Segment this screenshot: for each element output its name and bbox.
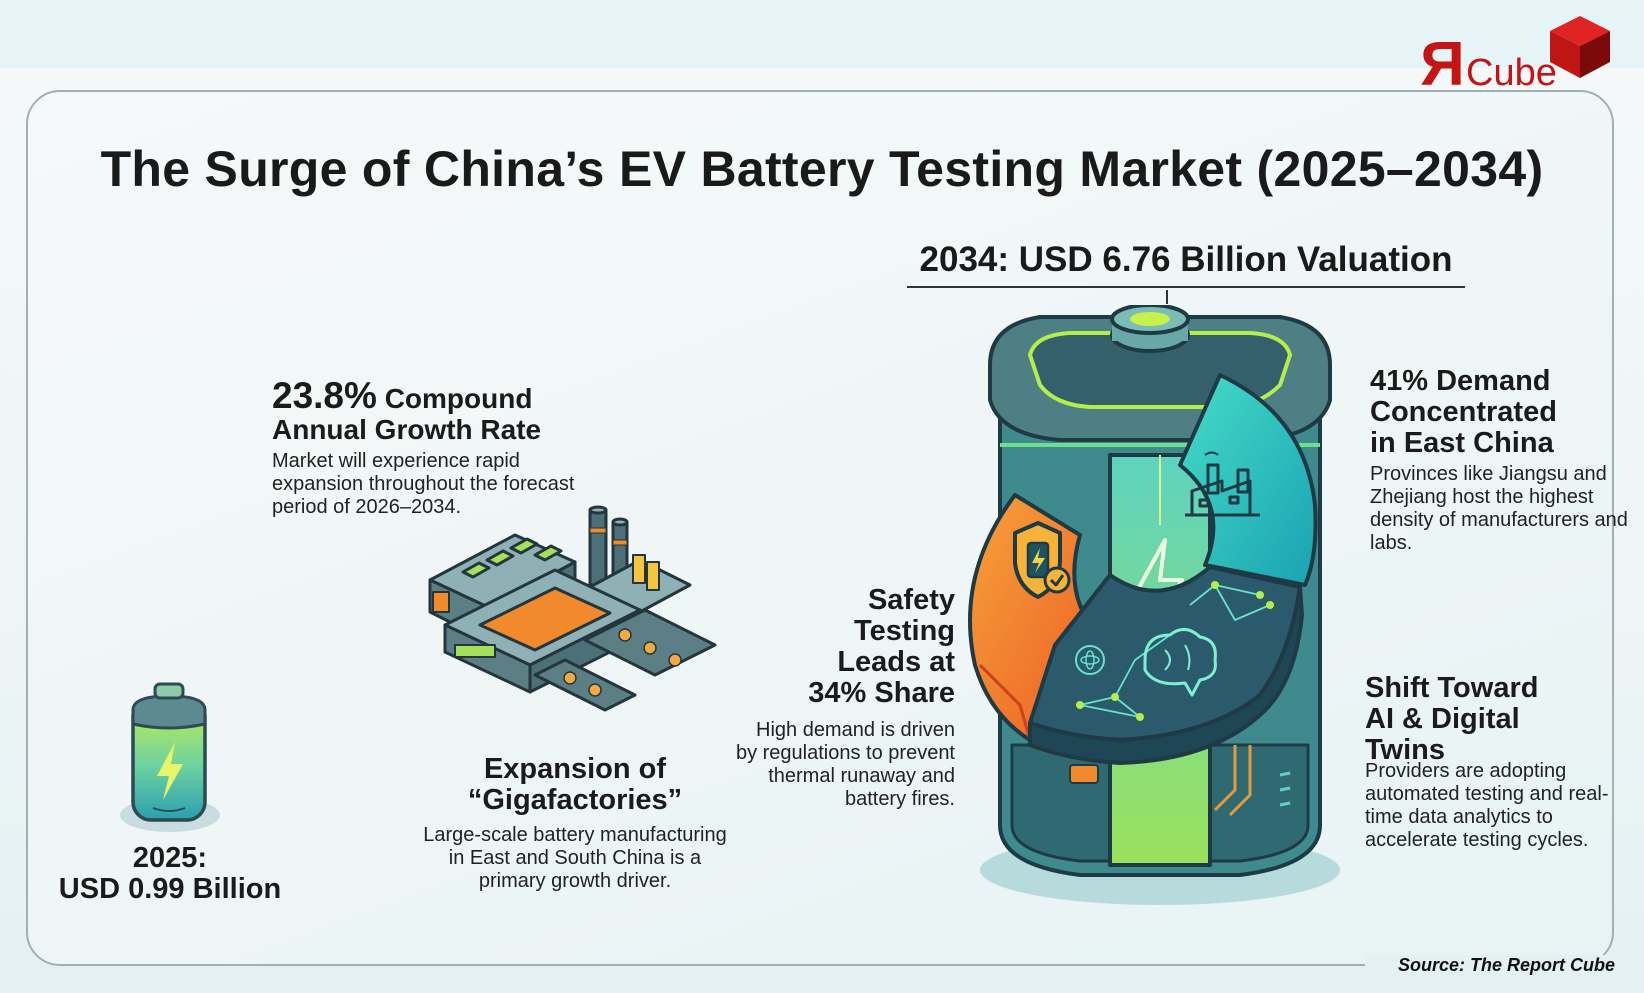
gigafactories-block: Expansion of “Gigafactories” Large-scale… [415,754,735,893]
cagr-label-2: Annual Growth Rate [272,414,542,445]
ai-heading-3: Twins [1365,734,1446,766]
source-credit: Source: The Report Cube [1398,955,1616,975]
safety-heading-4: 34% Share [808,677,955,709]
giga-description: Large-scale battery manufacturing in Eas… [423,824,727,892]
page-title: The Surge of China’s EV Battery Testing … [100,141,1544,197]
east-china-block: 41% Demand Concentrated in East China Pr… [1370,366,1630,555]
red-cube-icon [1550,16,1610,78]
giga-heading-1: Expansion of [483,753,667,785]
logo-mark: R [1420,30,1465,99]
cagr-description: Market will experience rapid expansion t… [272,450,575,518]
gigafactory-icon [428,505,717,712]
valuation-2034: 2034: USD 6.76 Billion Valuation [907,240,1465,288]
giga-heading-2: “Gigafactories” [467,784,683,816]
battery-2034-illustration [968,305,1340,905]
safety-heading-2: Testing [854,615,955,647]
ai-heading-2: AI & Digital [1365,703,1520,735]
safety-description: High demand is driven by regulations to … [735,719,955,810]
safety-heading-1: Safety [867,584,955,616]
baseline-value: USD 0.99 Billion [58,873,282,905]
top-band [0,0,1644,68]
safety-testing-block: Safety Testing Leads at 34% Share High d… [735,585,955,811]
baseline-year: 2025: [132,842,208,874]
battery-2025-icon [120,682,220,832]
ai-description: Providers are adopting automated testing… [1365,760,1609,851]
east-heading-1: 41% Demand [1370,365,1551,397]
east-description: Provinces like Jiangsu and Zhejiang host… [1370,463,1628,554]
card-border-gap [1365,955,1644,975]
safety-heading-3: Leads at [837,646,955,678]
valuation-connector [1166,290,1168,304]
ai-digital-twins-block: Shift Toward AI & Digital Twins Provider… [1365,673,1625,852]
cagr-value: 23.8% [272,375,377,416]
brand-logo[interactable]: R Cube [1420,12,1620,99]
infographic-card [26,90,1614,966]
baseline-2025-block: 2025: USD 0.99 Billion [40,843,300,905]
ai-heading-1: Shift Toward [1365,672,1539,704]
cagr-block: 23.8% Compound Annual Growth Rate Market… [272,377,592,519]
logo-text: Cube [1466,52,1557,94]
cagr-label-1: Compound [376,383,533,414]
east-heading-2: Concentrated [1370,396,1557,428]
east-heading-3: in East China [1370,427,1554,459]
